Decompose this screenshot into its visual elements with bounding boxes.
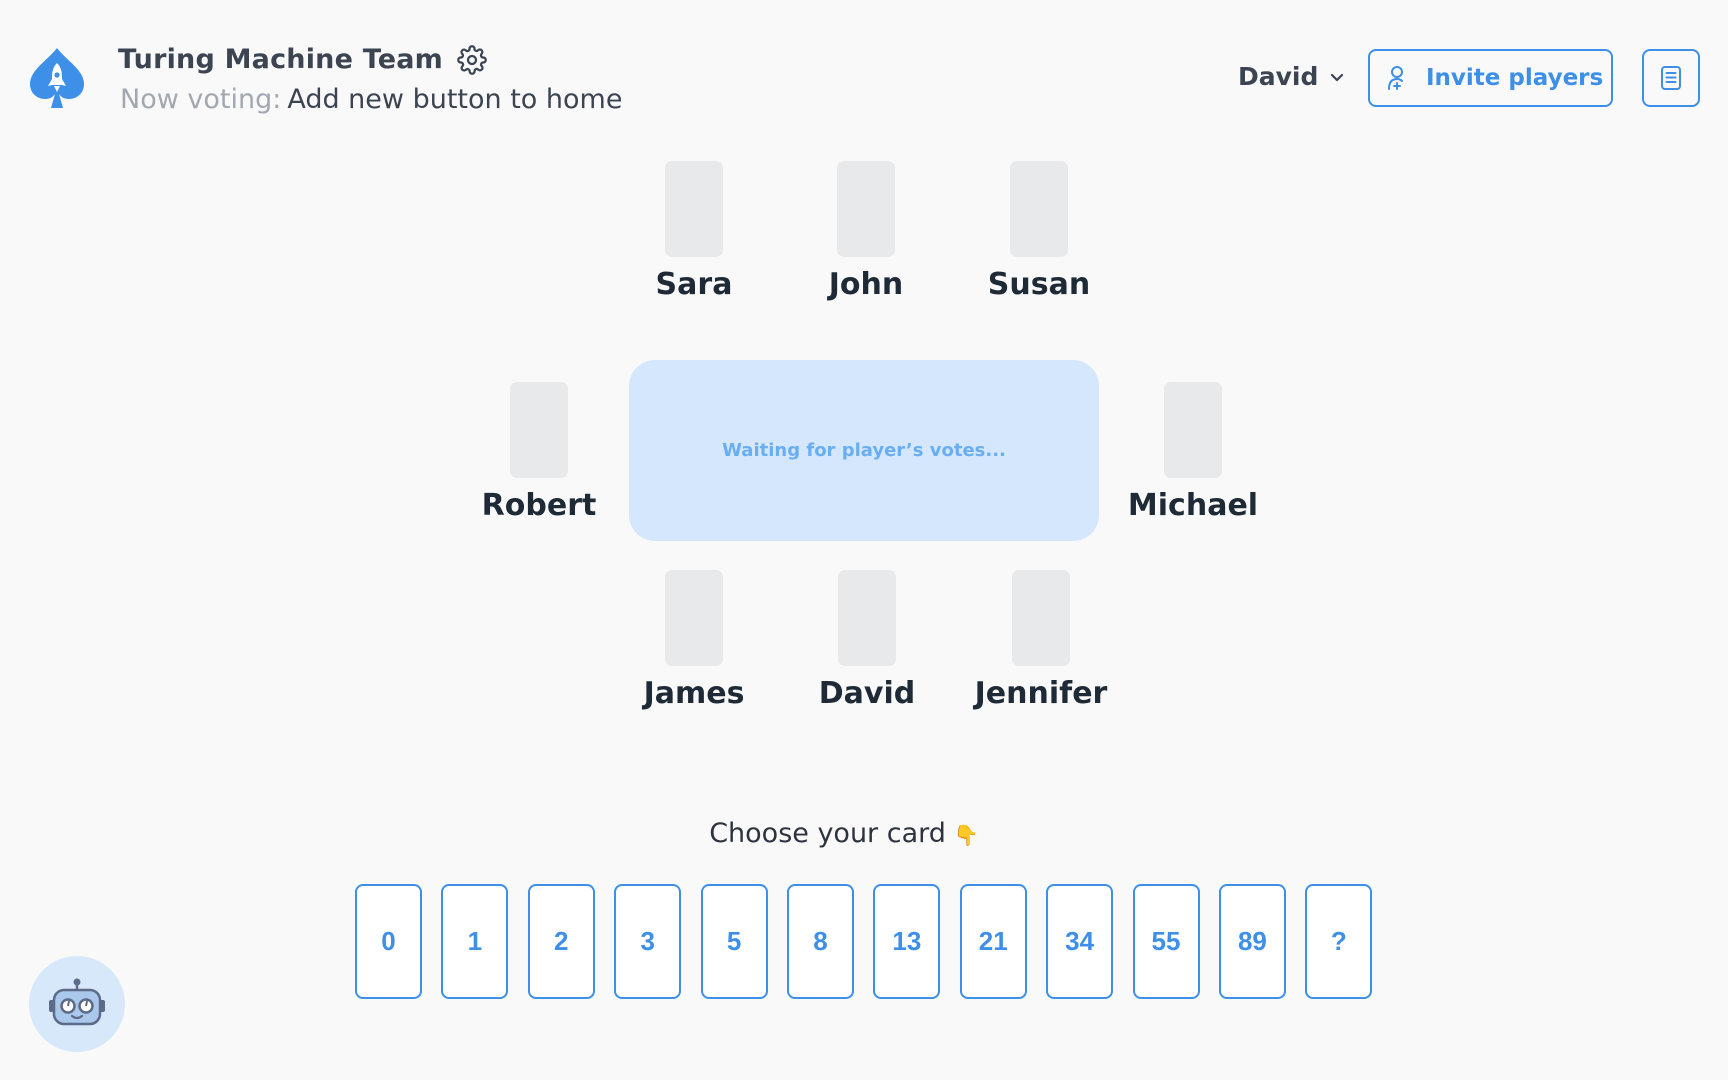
robot-icon xyxy=(49,978,105,1026)
vote-card-1[interactable]: 1 xyxy=(441,884,509,999)
player-seat-jennifer: Jennifer xyxy=(961,570,1121,711)
voting-table: Waiting for player’s votes... xyxy=(629,360,1099,541)
header: Turing Machine Team Now voting:Add new b… xyxy=(0,0,1728,150)
player-card-back xyxy=(837,161,895,257)
player-card-back xyxy=(510,382,568,478)
player-card-back xyxy=(665,161,723,257)
team-title: Turing Machine Team xyxy=(118,44,487,75)
player-card-back xyxy=(1010,161,1068,257)
vote-card-8[interactable]: 8 xyxy=(786,884,854,999)
table-status-message: Waiting for player’s votes... xyxy=(722,440,1006,461)
vote-card-13[interactable]: 13 xyxy=(873,884,941,999)
player-seat-james: James xyxy=(614,570,774,711)
spade-rocket-logo-icon xyxy=(26,46,88,110)
vote-card-question[interactable]: ? xyxy=(1305,884,1373,999)
player-seat-sara: Sara xyxy=(614,161,774,302)
assistant-bot-button[interactable] xyxy=(29,956,125,1052)
vote-card-5[interactable]: 5 xyxy=(700,884,768,999)
player-name: Jennifer xyxy=(974,676,1108,711)
invite-players-label: Invite players xyxy=(1426,65,1604,91)
choose-card-label: Choose your card xyxy=(709,818,946,849)
player-card-back xyxy=(1012,570,1070,666)
vote-card-0[interactable]: 0 xyxy=(355,884,422,999)
player-name: Michael xyxy=(1127,488,1259,523)
vote-card-34[interactable]: 34 xyxy=(1046,884,1114,999)
player-card-back xyxy=(1164,382,1222,478)
pointing-down-icon: 👇 xyxy=(953,823,979,847)
player-card-back xyxy=(665,570,723,666)
player-seat-john: John xyxy=(786,161,946,302)
user-menu[interactable]: David xyxy=(1238,62,1346,91)
now-voting: Now voting:Add new button to home xyxy=(120,84,622,115)
document-icon xyxy=(1661,66,1681,90)
vote-card-21[interactable]: 21 xyxy=(959,884,1027,999)
player-name: Sara xyxy=(655,267,733,302)
issues-list-button[interactable] xyxy=(1642,49,1700,107)
player-seat-michael: Michael xyxy=(1113,382,1273,523)
user-name: David xyxy=(1238,62,1319,91)
invite-players-button[interactable]: Invite players xyxy=(1368,49,1613,107)
player-name: John xyxy=(828,267,904,302)
card-deck: 0 1 2 3 5 8 13 21 34 55 89 ? xyxy=(355,884,1392,999)
player-seat-david: David xyxy=(787,570,947,711)
team-name: Turing Machine Team xyxy=(118,44,443,75)
player-name: David xyxy=(818,676,916,711)
gear-icon[interactable] xyxy=(457,44,487,75)
now-voting-label: Now voting: xyxy=(120,84,282,115)
now-voting-issue[interactable]: Add new button to home xyxy=(287,84,623,115)
player-card-back xyxy=(838,570,896,666)
player-name: James xyxy=(643,676,745,711)
chevron-down-icon xyxy=(1331,73,1344,81)
add-user-icon xyxy=(1388,66,1403,90)
choose-card-prompt: Choose your card 👇 xyxy=(0,818,1688,849)
vote-card-2[interactable]: 2 xyxy=(527,884,595,999)
player-seat-robert: Robert xyxy=(459,382,619,523)
player-seat-susan: Susan xyxy=(959,161,1119,302)
player-name: Robert xyxy=(481,488,597,523)
vote-card-55[interactable]: 55 xyxy=(1132,884,1200,999)
vote-card-89[interactable]: 89 xyxy=(1218,884,1286,999)
player-name: Susan xyxy=(987,267,1091,302)
vote-card-3[interactable]: 3 xyxy=(614,884,682,999)
